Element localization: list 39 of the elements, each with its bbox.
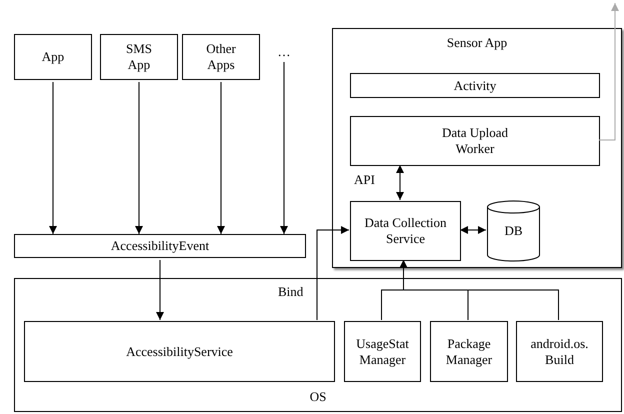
arrow <box>316 226 350 320</box>
node-label: Package Manager <box>444 336 494 368</box>
arrow <box>280 62 288 234</box>
node-label: AccessibilityEvent <box>110 238 210 254</box>
node-label: Data Upload Worker <box>440 125 510 157</box>
database-cylinder <box>487 201 540 261</box>
arrow <box>460 226 486 234</box>
container-title: Sensor App <box>446 35 508 51</box>
process-box <box>350 201 461 261</box>
container-title: OS <box>310 389 326 405</box>
arrow <box>217 82 225 234</box>
process-box <box>100 34 178 80</box>
process-box <box>14 234 306 258</box>
arrow <box>598 2 619 140</box>
node-label: App <box>42 49 64 65</box>
node-label: Other Apps <box>205 41 237 73</box>
arrow <box>49 82 57 234</box>
arrow <box>400 260 559 320</box>
process-box <box>344 321 421 382</box>
arrow <box>396 164 404 200</box>
process-box <box>350 116 600 166</box>
node-label: Data Collection Service <box>364 215 448 247</box>
node-label: android.os. Build <box>530 336 590 368</box>
node-label: AccessibilityService <box>126 344 233 360</box>
node-label: DB <box>504 223 523 239</box>
arrow <box>156 260 164 320</box>
process-box <box>14 34 92 80</box>
node-label: … <box>278 44 290 60</box>
node-label: Activity <box>454 78 496 94</box>
node-label: UsageStat Manager <box>355 336 410 368</box>
node-label: SMS App <box>124 41 154 73</box>
process-box <box>516 321 603 382</box>
arrow <box>135 82 143 234</box>
container-box <box>14 278 622 412</box>
process-box <box>24 321 335 382</box>
process-box <box>182 34 260 80</box>
container-box <box>332 28 622 268</box>
process-box <box>350 73 600 98</box>
process-box <box>430 321 508 382</box>
